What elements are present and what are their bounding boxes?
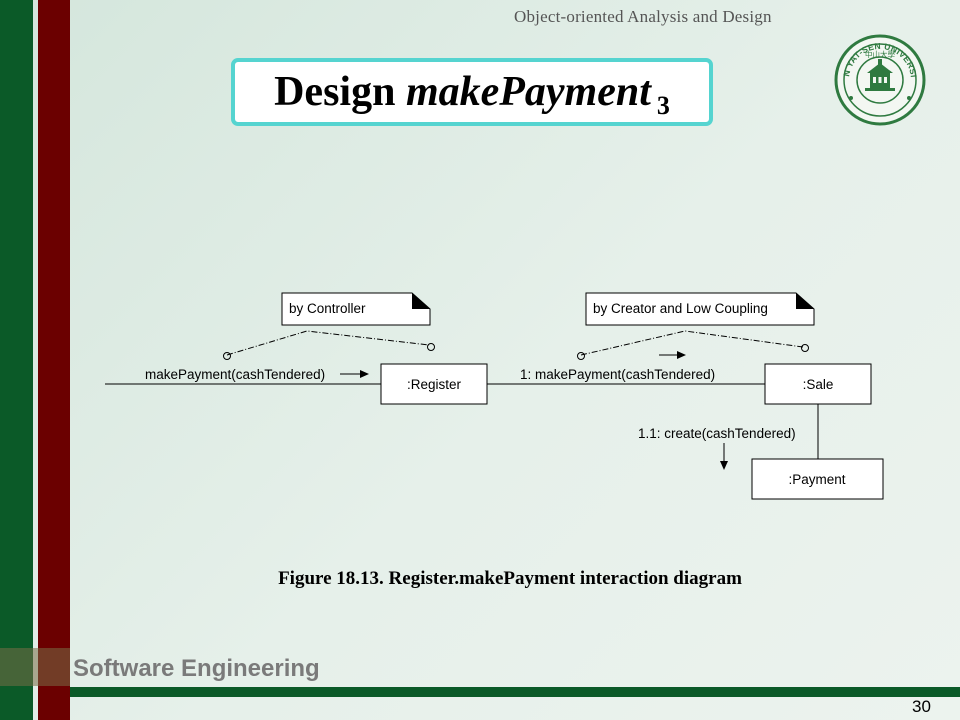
object-payment-label: :Payment xyxy=(788,472,845,487)
logo-hanzi: 中山大學 xyxy=(865,49,895,59)
note-anchor-end-2a xyxy=(577,352,585,360)
object-sale-label: :Sale xyxy=(803,377,834,392)
logo-building-icon xyxy=(865,59,895,91)
left-green-bar xyxy=(0,0,33,720)
note-anchor-end-1a xyxy=(223,352,231,360)
object-register: :Register xyxy=(380,363,488,405)
message-arrowhead-3 xyxy=(720,461,728,470)
message-label-2: 1: makePayment(cashTendered) xyxy=(520,367,715,382)
title-subscript: 3 xyxy=(656,91,670,120)
object-payment: :Payment xyxy=(751,458,884,500)
note-by-controller: by Controller xyxy=(281,292,431,326)
page-number: 30 xyxy=(912,697,931,716)
footer-square xyxy=(0,648,70,686)
interaction-diagram: by Controller by Creator and Low Couplin… xyxy=(105,292,884,500)
title-main: Design xyxy=(274,69,406,115)
course-title: Object-oriented Analysis and Design xyxy=(514,7,772,26)
note-anchor-end-1b xyxy=(427,343,435,351)
object-sale: :Sale xyxy=(764,363,872,405)
message-label-1: makePayment(cashTendered) xyxy=(145,367,325,382)
title-emphasis: makePayment xyxy=(405,69,651,115)
footer-label: Software Engineering xyxy=(73,655,320,682)
note-anchor-end-2b xyxy=(801,344,809,352)
left-red-bar xyxy=(38,0,70,720)
university-seal-logo: SUN YAT-SEN UNIVERSITY 中山大學 xyxy=(834,32,926,126)
note-text-1: by Controller xyxy=(289,301,366,316)
note-text-2: by Creator and Low Coupling xyxy=(593,301,768,316)
figure-caption: Figure 18.13. Register.makePayment inter… xyxy=(278,568,742,589)
message-arrowhead-1 xyxy=(360,370,369,378)
message-label-3: 1.1: create(cashTendered) xyxy=(638,426,796,441)
object-register-label: :Register xyxy=(407,377,462,392)
footer-line xyxy=(70,687,960,697)
note-anchor-1 xyxy=(226,330,430,356)
note-anchor-2 xyxy=(580,330,804,356)
message-arrowhead-2 xyxy=(677,351,686,359)
note-by-creator: by Creator and Low Coupling xyxy=(585,292,815,326)
